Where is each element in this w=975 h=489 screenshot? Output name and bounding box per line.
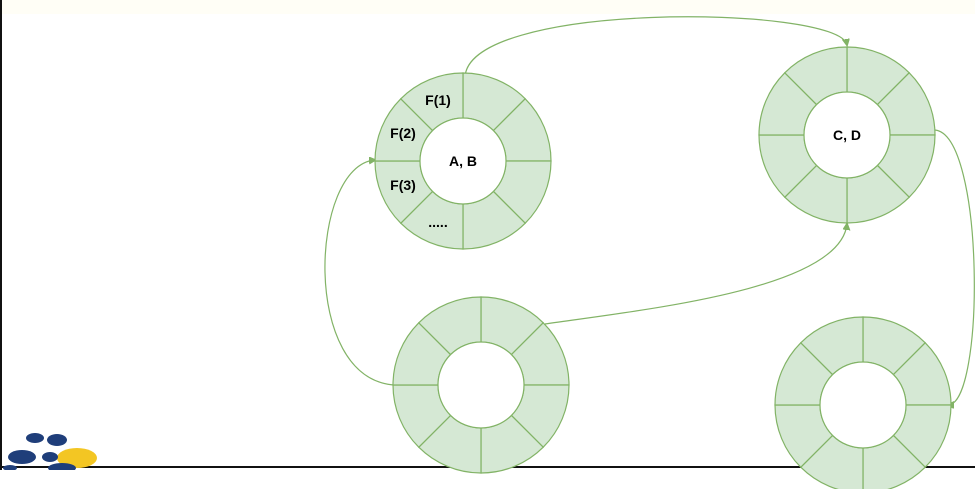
- ring-slot-label: F(2): [390, 125, 416, 141]
- molecule-logo-icon: [3, 433, 97, 470]
- ring-hole: [437, 341, 525, 429]
- ring-slot-label: F(3): [390, 177, 416, 193]
- ring-top-right: C, D: [758, 46, 936, 224]
- edge-bottom-left-to-top-left: [324, 160, 396, 386]
- ring-top-left: A, B F(1) F(2) F(3).....: [374, 72, 552, 250]
- edge-top-right-to-bottom-right: [934, 129, 975, 405]
- left-border: [0, 0, 2, 470]
- ring-bottom-right: [774, 316, 952, 489]
- ring-center-label: C, D: [833, 127, 861, 143]
- ring-bottom-left: [392, 296, 570, 474]
- edges-group: [324, 16, 975, 405]
- ring-hole: [803, 91, 891, 179]
- ring-slot-label: F(1): [425, 92, 451, 108]
- top-shade: [2, 0, 975, 14]
- ring-center-label: A, B: [449, 153, 477, 169]
- ring-slot-label: .....: [428, 214, 447, 230]
- edge-top-left-to-top-right: [464, 16, 847, 81]
- ring-hole: [819, 361, 907, 449]
- ring-hole: [419, 117, 507, 205]
- edge-bottom-left-to-top-right: [544, 224, 847, 325]
